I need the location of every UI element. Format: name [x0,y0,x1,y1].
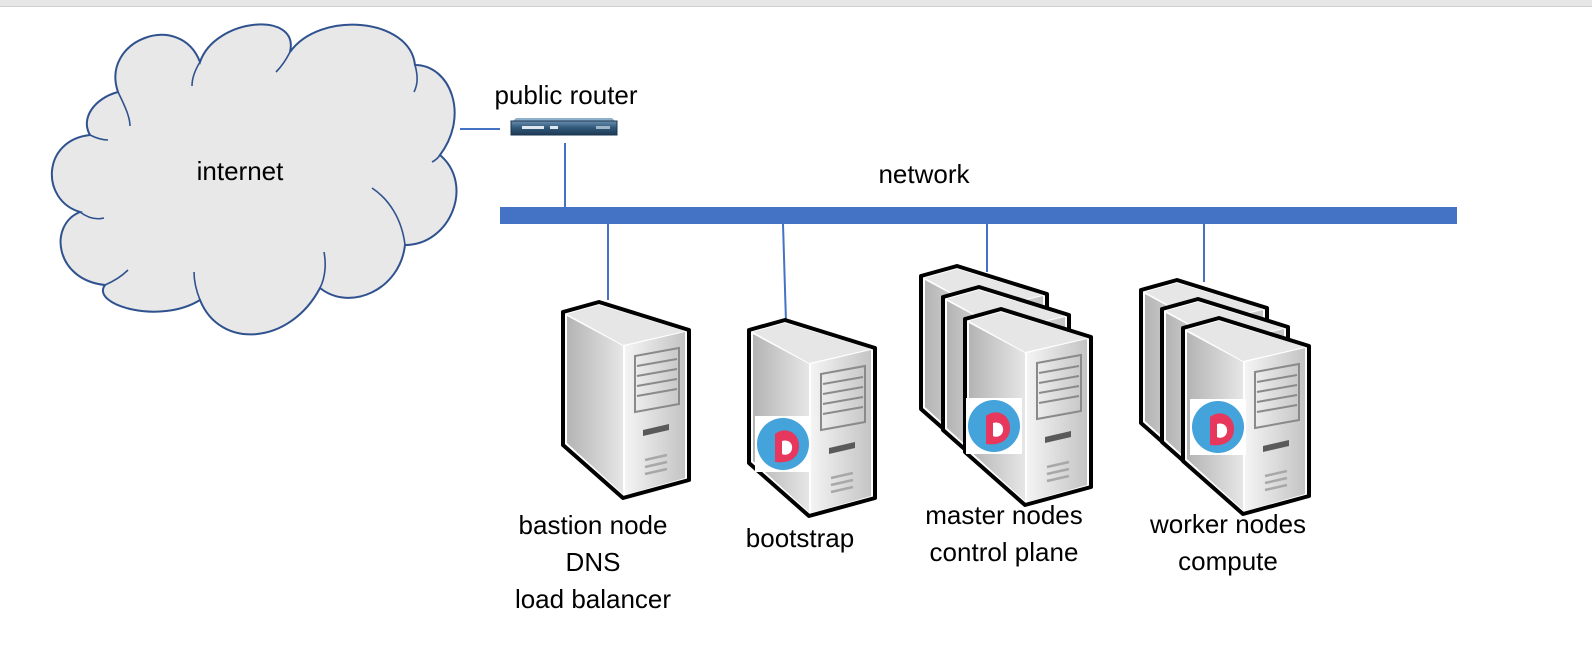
server-icon [1139,278,1311,516]
network-bus [500,207,1457,224]
bus-drop-lines [607,223,1205,323]
master-label: master nodes control plane [925,500,1083,567]
bastion-label: bastion node DNS load balancer [514,510,672,614]
coreos-logo [966,398,1022,454]
window-top-bar [0,0,1592,7]
bootstrap-label: bootstrap [745,523,855,553]
network-label: network [878,159,970,189]
cloud-icon [50,23,458,336]
server-icon [561,300,691,500]
coreos-logo [755,416,811,472]
coreos-logo [1190,399,1246,455]
router-label: public router [494,80,638,110]
server-icon [747,318,877,518]
router-icon [510,118,618,136]
internet-label: internet [196,156,284,186]
server-icon [919,264,1093,507]
worker-label: worker nodes compute [1149,509,1307,576]
